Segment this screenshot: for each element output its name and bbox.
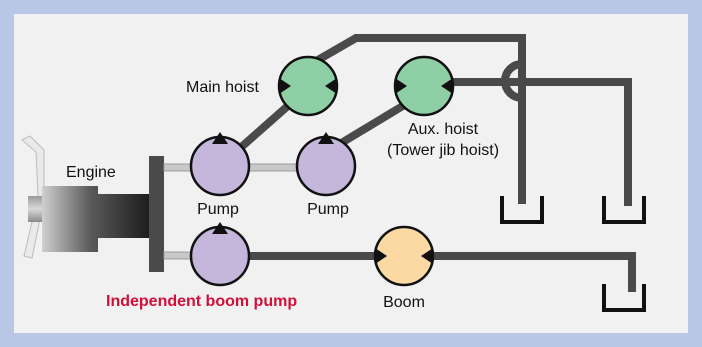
line-crossover (501, 60, 523, 102)
aux-hoist-sublabel: (Tower jib hoist) (387, 142, 499, 159)
boom-motor (373, 225, 435, 287)
pump-arrow-icon (212, 132, 228, 144)
motor-arrow-icon (395, 78, 407, 94)
aux-hoist-label: Aux. hoist (408, 121, 479, 138)
independent-boom-pump-label: Independent boom pump (106, 293, 297, 310)
main-hoist-label: Main hoist (186, 79, 259, 96)
pump-arrow-icon (318, 132, 334, 144)
motor-arrow-icon (279, 78, 291, 94)
reservoir-tank-symbol (500, 196, 646, 312)
engine-label: Engine (66, 164, 116, 181)
pump-arrow-icon (212, 222, 228, 234)
aux-hoist-motor (393, 55, 455, 117)
pump-1-label: Pump (197, 201, 239, 218)
motor-arrow-icon (375, 248, 387, 264)
motor-arrow-icon (325, 78, 337, 94)
engine-shaft (28, 196, 46, 222)
engine (21, 135, 150, 259)
pump-1 (189, 132, 251, 197)
pump-2 (295, 132, 357, 197)
pump-drive-plate (149, 156, 164, 272)
motor-arrow-icon (421, 248, 433, 264)
engine-body (42, 186, 150, 252)
independent-boom-pump (189, 222, 251, 287)
main-hoist-motor (277, 55, 339, 117)
pump-2-label: Pump (307, 201, 349, 218)
motor-arrow-icon (441, 78, 453, 94)
engine-fan-icon (21, 135, 45, 259)
boom-label: Boom (383, 294, 425, 311)
